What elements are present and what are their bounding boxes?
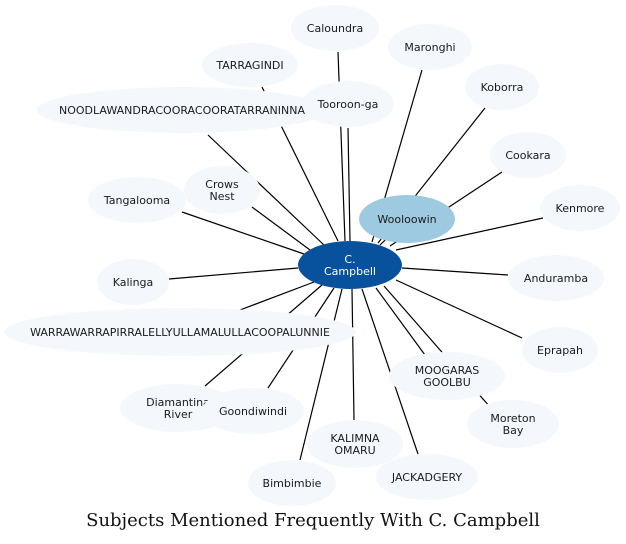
node-shape-crows-nest xyxy=(184,166,260,214)
node-label-tooroon-ga: Tooroon-ga xyxy=(317,98,379,111)
node-label-cookara: Cookara xyxy=(505,149,550,162)
node-label-noodlawandra: NOODLAWANDRACOORACOORATARRANINNA xyxy=(59,104,305,117)
center-node-label: Campbell xyxy=(324,265,376,278)
node-tarragindi[interactable]: TARRAGINDI xyxy=(202,43,298,87)
node-label-bimbimbie: Bimbimbie xyxy=(263,477,322,490)
node-noodlawandra[interactable]: NOODLAWANDRACOORACOORATARRANINNA xyxy=(37,87,327,133)
node-label-jackadgery: JACKADGERY xyxy=(391,471,462,484)
node-shape-koborra xyxy=(465,64,539,110)
node-label-tangalooma: Tangalooma xyxy=(103,194,170,207)
node-shape-kalinga xyxy=(97,259,169,305)
node-kenmore[interactable]: Kenmore xyxy=(540,185,620,231)
node-cookara[interactable]: Cookara xyxy=(490,132,566,178)
node-label-kalimna: KALIMNA xyxy=(330,432,380,445)
node-jackadgery[interactable]: JACKADGERY xyxy=(376,454,478,500)
edge-noodlawandra xyxy=(207,134,325,246)
node-warrawarra[interactable]: WARRAWARRAPIRRALELLYULLAMALULLACOOPALUNN… xyxy=(4,308,356,356)
node-wooloowin[interactable]: Wooloowin xyxy=(359,195,455,243)
node-shape-goondiwindi xyxy=(202,388,304,434)
node-label-eprapah: Eprapah xyxy=(537,344,583,357)
node-shape-kalimna xyxy=(307,420,403,468)
node-shape-noodlawandra xyxy=(37,87,327,133)
node-label-crows-nest: Nest xyxy=(209,190,235,203)
edge-kenmore xyxy=(395,217,544,251)
edge-bimbimbie xyxy=(299,288,343,461)
node-shape-cookara xyxy=(490,132,566,178)
node-label-anduramba: Anduramba xyxy=(524,272,588,285)
node-shape-jackadgery xyxy=(376,454,478,500)
node-label-diamantina: Diamantina xyxy=(146,396,210,409)
node-label-moogaras: MOOGARAS xyxy=(415,364,480,377)
node-shape-tarragindi xyxy=(202,43,298,87)
edge-anduramba xyxy=(401,267,509,276)
node-shape-caloundra xyxy=(291,5,379,51)
node-label-maronghi: Maronghi xyxy=(404,41,455,54)
node-label-kalimna: OMARU xyxy=(334,444,375,457)
node-caloundra[interactable]: Caloundra xyxy=(291,5,379,51)
node-tangalooma[interactable]: Tangalooma xyxy=(88,177,186,223)
node-label-diamantina: River xyxy=(164,408,193,421)
node-label-kalinga: Kalinga xyxy=(113,276,154,289)
edge-tooroon-ga xyxy=(347,127,351,242)
chart-title: Subjects Mentioned Frequently With C. Ca… xyxy=(86,510,540,531)
node-shape-moogaras xyxy=(389,352,505,400)
edge-crows-nest xyxy=(251,206,311,251)
node-label-warrawarra: WARRAWARRAPIRRALELLYULLAMALULLACOOPALUNN… xyxy=(30,326,330,339)
node-label-caloundra: Caloundra xyxy=(307,22,363,35)
node-shape-kenmore xyxy=(540,185,620,231)
node-shape-moreton-bay xyxy=(467,400,559,448)
node-anduramba[interactable]: Anduramba xyxy=(508,255,604,301)
node-shape-tooroon-ga xyxy=(302,81,394,127)
node-goondiwindi[interactable]: Goondiwindi xyxy=(202,388,304,434)
node-shape-maronghi xyxy=(388,24,472,70)
node-label-koborra: Koborra xyxy=(481,81,524,94)
node-eprapah[interactable]: Eprapah xyxy=(522,327,598,373)
node-label-kenmore: Kenmore xyxy=(556,202,605,215)
node-label-moreton-bay: Moreton xyxy=(490,412,535,425)
node-shape-wooloowin xyxy=(359,195,455,243)
edge-tangalooma xyxy=(181,211,305,255)
edge-kalinga xyxy=(168,267,299,280)
node-shape-warrawarra xyxy=(4,308,356,356)
edge-jackadgery xyxy=(361,288,419,455)
node-label-moogaras: GOOLBU xyxy=(423,376,471,389)
edge-warrawarra xyxy=(239,281,315,311)
node-label-moreton-bay: Bay xyxy=(503,424,524,437)
node-label-goondiwindi: Goondiwindi xyxy=(219,405,287,418)
node-bimbimbie[interactable]: Bimbimbie xyxy=(248,460,336,506)
node-maronghi[interactable]: Maronghi xyxy=(388,24,472,70)
edge-caloundra xyxy=(337,51,346,242)
node-shape-eprapah xyxy=(522,327,598,373)
node-shape-bimbimbie xyxy=(248,460,336,506)
edge-moogaras xyxy=(375,287,426,356)
node-label-wooloowin: Wooloowin xyxy=(377,213,436,226)
node-tooroon-ga[interactable]: Tooroon-ga xyxy=(302,81,394,127)
edge-eprapah xyxy=(395,279,523,339)
node-label-tarragindi: TARRAGINDI xyxy=(215,59,283,72)
center-node[interactable]: C.Campbell xyxy=(298,241,402,289)
node-label-crows-nest: Crows xyxy=(205,178,239,191)
node-shape-tangalooma xyxy=(88,177,186,223)
node-koborra[interactable]: Koborra xyxy=(465,64,539,110)
edge-kalimna xyxy=(351,288,355,421)
node-kalinga[interactable]: Kalinga xyxy=(97,259,169,305)
center-node-shape xyxy=(298,241,402,289)
center-node-label: C. xyxy=(344,253,355,266)
node-shape-anduramba xyxy=(508,255,604,301)
